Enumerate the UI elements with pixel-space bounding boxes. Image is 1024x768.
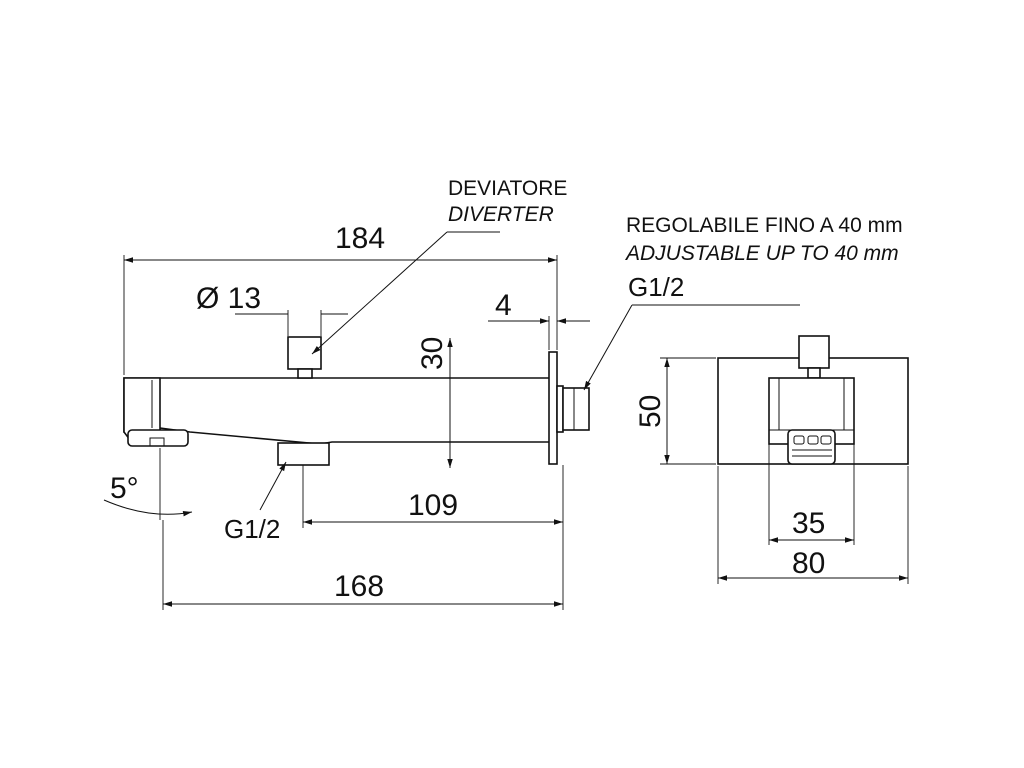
dim-outlet-width: 35 xyxy=(792,507,825,540)
dim-projection: 168 xyxy=(334,570,384,603)
side-view: 184 Ø 13 DEVIATORE DIVERTER 4 30 REGOLAB… xyxy=(103,177,903,610)
dim-flange-thickness: 4 xyxy=(495,289,512,322)
note-adjustable-it: REGOLABILE FINO A 40 mm xyxy=(626,214,903,237)
dim-overall-length: 184 xyxy=(335,222,385,255)
note-diverter-it: DEVIATORE xyxy=(448,177,567,200)
front-aerator xyxy=(787,429,836,465)
front-view: 50 35 80 xyxy=(634,335,909,584)
dim-inlet-right: G1/2 xyxy=(628,272,684,302)
dim-inlet-left: G1/2 xyxy=(224,514,280,544)
note-diverter-en: DIVERTER xyxy=(448,203,554,226)
bottom-inlet xyxy=(277,442,330,466)
wall-flange xyxy=(548,351,558,465)
dim-inlet-distance: 109 xyxy=(408,489,458,522)
dim-angle: 5° xyxy=(110,472,139,505)
wall-connector xyxy=(562,387,590,431)
note-adjustable-en: ADJUSTABLE UP TO 40 mm xyxy=(624,242,899,265)
dim-plate-height: 50 xyxy=(634,395,667,428)
front-diverter-knob xyxy=(798,335,830,369)
dim-plate-width: 80 xyxy=(792,547,825,580)
dim-diverter-diameter: Ø 13 xyxy=(196,282,261,315)
diverter-knob xyxy=(287,336,322,370)
dim-spout-height: 30 xyxy=(416,337,449,370)
